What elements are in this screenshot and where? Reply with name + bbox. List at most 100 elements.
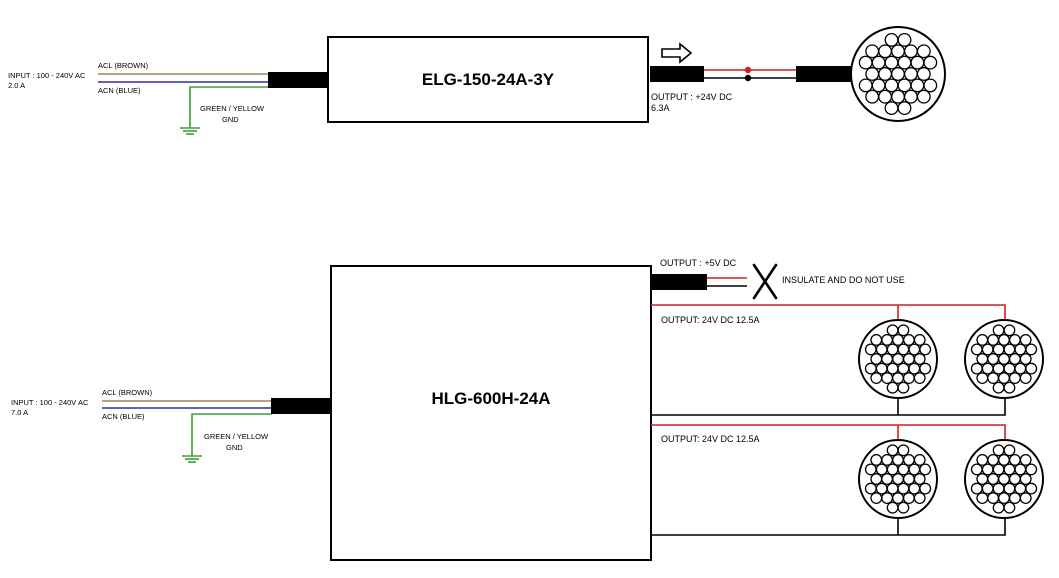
led-dot xyxy=(976,372,989,385)
led-dot xyxy=(992,343,1005,356)
led-dot xyxy=(1019,492,1032,505)
led-dot xyxy=(1019,372,1032,385)
led-dot xyxy=(998,353,1010,365)
led-dot xyxy=(870,353,883,365)
led-dot xyxy=(1003,362,1016,375)
led-dot xyxy=(981,343,994,356)
led-dot xyxy=(891,89,905,104)
led-dot xyxy=(891,67,905,81)
led-dot xyxy=(884,78,899,93)
led-dot xyxy=(970,343,983,356)
led-dot xyxy=(1003,463,1016,476)
unit2-acn-label: ACN (BLUE) xyxy=(102,412,145,421)
led-dot xyxy=(1003,343,1016,356)
led-dot xyxy=(1014,362,1027,375)
led-dot xyxy=(865,89,880,104)
unit2-title: HLG-600H-24A xyxy=(431,389,550,408)
unit1-ground-symbol-icon xyxy=(180,127,200,135)
led-dot xyxy=(870,453,883,466)
hlg-600-circuit: INPUT : 100 - 240V AC 7.0 A ACL (BROWN) … xyxy=(11,258,1044,561)
unit1-acn-label: ACN (BLUE) xyxy=(98,86,141,95)
led-dot xyxy=(886,482,899,495)
led-dot xyxy=(916,89,931,104)
led-dot xyxy=(864,482,877,495)
led-dot xyxy=(987,453,1000,466)
led-dot xyxy=(1008,492,1021,505)
elg-150-circuit: INPUT : 100 - 240V AC 2.0 A ACL (BROWN) … xyxy=(8,26,946,135)
led-dot xyxy=(919,343,932,356)
led-dot xyxy=(903,44,918,59)
led-dot xyxy=(881,492,894,505)
led-dot xyxy=(858,78,873,93)
led-dot xyxy=(998,453,1010,466)
led-dot xyxy=(902,453,915,466)
unit2-gnd-color-label: GREEN / YELLOW xyxy=(204,432,269,441)
led-dot xyxy=(902,353,915,365)
led-dot xyxy=(870,372,883,385)
led-dot xyxy=(908,362,921,375)
led-dot xyxy=(892,473,904,485)
led-dot xyxy=(919,482,932,495)
led-dot xyxy=(1014,343,1027,356)
unit1-power-supply-box xyxy=(327,36,649,123)
unit1-input-current: 2.0 A xyxy=(8,81,25,90)
led-dot xyxy=(902,372,915,385)
led-dot xyxy=(1008,333,1021,346)
led-dot xyxy=(875,463,888,476)
led-array-icon xyxy=(858,319,938,399)
led-dot xyxy=(987,473,1000,485)
led-dot xyxy=(919,463,932,476)
led-dot xyxy=(1008,453,1021,466)
unit1-lamp-cable xyxy=(796,66,856,82)
led-dot xyxy=(1025,463,1038,476)
led-dot xyxy=(897,381,910,394)
led-dot xyxy=(1003,444,1016,457)
unit1-input-cable xyxy=(268,72,328,88)
led-dot xyxy=(902,492,915,505)
led-dot xyxy=(897,324,910,337)
led-dot xyxy=(987,492,1000,505)
led-dot xyxy=(910,55,925,70)
led-dot xyxy=(858,55,873,70)
led-dot xyxy=(903,67,918,81)
led-dot xyxy=(998,333,1010,346)
led-dot xyxy=(897,101,912,116)
led-dot xyxy=(913,353,926,365)
led-dot xyxy=(910,78,925,93)
led-dot xyxy=(1003,324,1016,337)
unit1-black-connector xyxy=(744,74,752,82)
led-dot xyxy=(870,473,883,485)
led-dot xyxy=(884,55,899,70)
led-dot xyxy=(1003,501,1016,514)
led-dot xyxy=(908,482,921,495)
led-dot xyxy=(987,353,1000,365)
unit2-input-label: INPUT : 100 - 240V AC xyxy=(11,398,89,407)
led-dot xyxy=(1008,372,1021,385)
led-dot xyxy=(886,501,899,514)
led-dot xyxy=(865,67,880,81)
led-dot xyxy=(1025,343,1038,356)
led-dot xyxy=(998,372,1010,385)
led-dot xyxy=(864,343,877,356)
unit1-input-label: INPUT : 100 - 240V AC xyxy=(8,71,86,80)
led-dot xyxy=(1008,353,1021,365)
led-dot xyxy=(878,67,893,81)
led-dot xyxy=(913,492,926,505)
led-dot xyxy=(1008,473,1021,485)
led-dot xyxy=(913,333,926,346)
led-dot xyxy=(992,324,1005,337)
led-dot xyxy=(886,362,899,375)
led-dot xyxy=(1025,362,1038,375)
led-dot xyxy=(902,333,915,346)
led-dot xyxy=(981,482,994,495)
led-dot xyxy=(897,501,910,514)
unit1-gnd-label: GND xyxy=(222,115,239,124)
led-dot xyxy=(970,362,983,375)
led-dot xyxy=(897,463,910,476)
led-array-icon xyxy=(850,26,946,122)
led-dot xyxy=(970,463,983,476)
led-dot xyxy=(923,78,938,93)
led-dot xyxy=(992,381,1005,394)
led-dot xyxy=(875,362,888,375)
x-mark-icon xyxy=(752,263,778,300)
